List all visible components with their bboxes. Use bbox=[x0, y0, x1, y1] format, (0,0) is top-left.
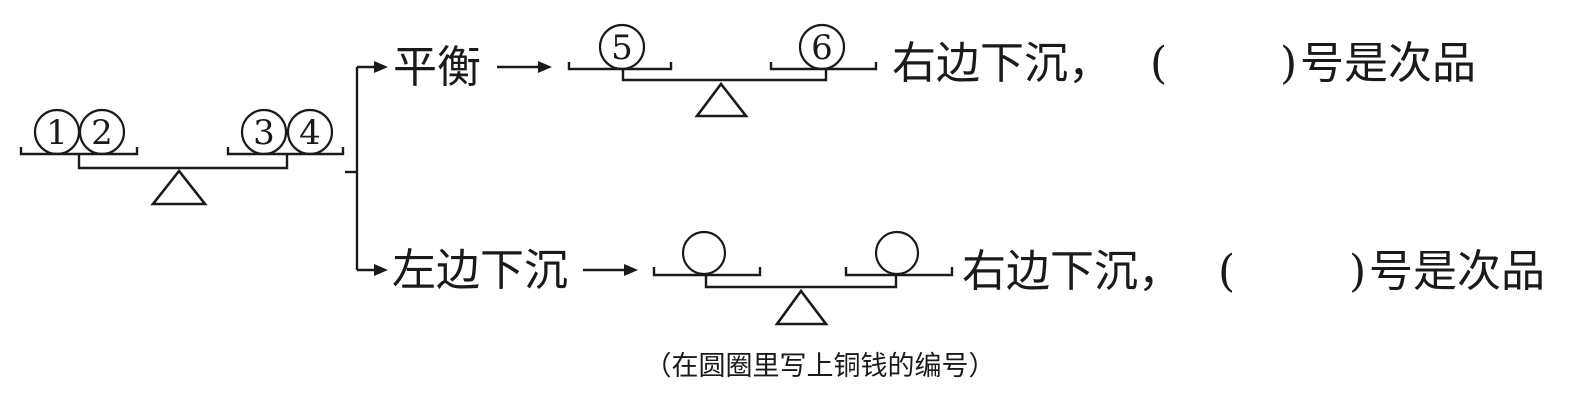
arrow-to-left-sinks bbox=[374, 264, 388, 276]
scale-3-beam bbox=[704, 275, 898, 289]
scale-3-right-pan bbox=[844, 267, 954, 277]
scale-2-fulcrum-triangle bbox=[694, 81, 749, 118]
coin-1: 1 bbox=[33, 108, 81, 156]
balance-scale-1: 1 2 3 4 bbox=[19, 108, 345, 206]
scale-1-beam bbox=[77, 154, 289, 170]
bottom-answer-blank[interactable] bbox=[1238, 246, 1343, 292]
coin-blank-left[interactable] bbox=[681, 230, 727, 276]
coin-4: 4 bbox=[286, 108, 334, 156]
scale-2-beam bbox=[621, 69, 828, 82]
scale-1-right-pan bbox=[226, 147, 345, 156]
coin-2: 2 bbox=[78, 108, 126, 156]
branch-bottom: 左边下沉 右边下沉， ( ) 号是次品 bbox=[392, 230, 1545, 326]
bottom-result-suffix: 号是次品 bbox=[1369, 246, 1545, 297]
coin-3: 3 bbox=[240, 108, 288, 156]
bottom-answer-open-paren: ( bbox=[1218, 246, 1235, 297]
scale-3-fulcrum-triangle bbox=[774, 288, 829, 326]
left-sinks-label: 左边下沉 bbox=[392, 245, 568, 296]
scale-1-fulcrum-triangle bbox=[150, 168, 208, 206]
coin-5: 5 bbox=[598, 23, 646, 71]
coin-1-label: 1 bbox=[46, 113, 68, 153]
coin-2-label: 2 bbox=[91, 113, 113, 153]
arrow-to-scale-3 bbox=[624, 264, 638, 276]
coin-6-label: 6 bbox=[811, 28, 833, 68]
balance-scale-2: 5 6 bbox=[567, 23, 878, 118]
balance-scale-3 bbox=[652, 230, 954, 326]
balanced-label: 平衡 bbox=[393, 42, 481, 93]
bottom-result-prefix: 右边下沉， bbox=[962, 246, 1182, 297]
instruction-caption: （在圆圈里写上铜钱的编号） bbox=[645, 351, 996, 382]
top-answer-open-paren: ( bbox=[1150, 38, 1167, 89]
arrow-to-balanced bbox=[374, 61, 388, 73]
coin-blank-right[interactable] bbox=[874, 230, 920, 276]
coin-4-label: 4 bbox=[299, 113, 321, 153]
branch-connector bbox=[345, 61, 388, 276]
top-result-suffix: 号是次品 bbox=[1300, 38, 1476, 89]
scale-2-right-pan bbox=[769, 62, 878, 71]
branch-top: 平衡 5 6 右边下沉， ( ) 号是次品 bbox=[393, 23, 1476, 118]
coin-3-label: 3 bbox=[253, 113, 275, 153]
coin-5-label: 5 bbox=[611, 28, 633, 68]
top-answer-blank[interactable] bbox=[1170, 38, 1275, 84]
scale-2-left-pan bbox=[567, 62, 673, 71]
arrow-to-scale-2 bbox=[538, 61, 552, 73]
coin-6: 6 bbox=[798, 23, 846, 71]
scale-1-left-pan bbox=[19, 147, 139, 156]
bottom-answer-close-paren: ) bbox=[1349, 246, 1366, 297]
top-result-prefix: 右边下沉， bbox=[892, 38, 1112, 89]
top-answer-close-paren: ) bbox=[1280, 38, 1297, 89]
